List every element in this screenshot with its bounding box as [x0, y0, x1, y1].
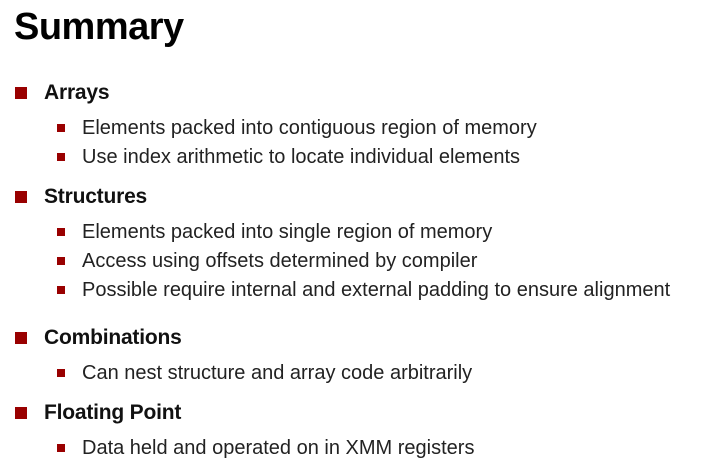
- bullet-sub-item: Access using offsets determined by compi…: [0, 247, 728, 276]
- bullet-item-text: Elements packed into contiguous region o…: [82, 117, 537, 139]
- bullet-item-text: Data held and operated on in XMM registe…: [82, 437, 475, 459]
- bullet-heading-label: Structures: [44, 185, 148, 208]
- bullet-square-icon: [57, 444, 65, 452]
- bullet-square-icon: [57, 124, 65, 132]
- bullet-square-icon: [15, 407, 27, 419]
- bullet-square-icon: [15, 87, 27, 99]
- bullet-item-text: Possible require internal and external p…: [82, 279, 671, 301]
- bullet-square-icon: [57, 369, 65, 377]
- bullet-item-heading: Floating Point: [0, 400, 728, 426]
- bullet-sub-item: Elements packed into contiguous region o…: [0, 114, 728, 143]
- bullet-item-heading: Combinations: [0, 325, 728, 351]
- section-structures: Structures Elements packed into single r…: [0, 172, 728, 305]
- bullet-item-text: Access using offsets determined by compi…: [82, 250, 478, 272]
- bullet-sub-item: Data held and operated on in XMM registe…: [0, 434, 728, 463]
- bullet-heading-label: Arrays: [44, 81, 110, 104]
- section-combinations: Combinations Can nest structure and arra…: [0, 305, 728, 388]
- bullet-square-icon: [15, 332, 27, 344]
- bullet-item-text: Elements packed into single region of me…: [82, 221, 493, 243]
- slide-body: Arrays Elements packed into contiguous r…: [0, 50, 728, 463]
- bullet-item-heading: Arrays: [0, 80, 728, 106]
- bullet-sub-item: Elements packed into single region of me…: [0, 218, 728, 247]
- bullet-item-text: Can nest structure and array code arbitr…: [82, 362, 473, 384]
- bullet-sub-item: Can nest structure and array code arbitr…: [0, 359, 728, 388]
- slide-title: Summary: [14, 6, 184, 48]
- bullet-sub-item: Use index arithmetic to locate individua…: [0, 143, 728, 172]
- bullet-item-heading: Structures: [0, 184, 728, 210]
- bullet-heading-label: Combinations: [44, 326, 182, 349]
- bullet-square-icon: [57, 228, 65, 236]
- bullet-square-icon: [57, 286, 65, 294]
- bullet-item-text: Use index arithmetic to locate individua…: [82, 146, 520, 168]
- bullet-sub-item: Possible require internal and external p…: [0, 276, 728, 305]
- bullet-square-icon: [57, 153, 65, 161]
- section-arrays: Arrays Elements packed into contiguous r…: [0, 50, 728, 172]
- bullet-square-icon: [57, 257, 65, 265]
- bullet-heading-label: Floating Point: [44, 401, 182, 424]
- section-floating-point: Floating Point Data held and operated on…: [0, 388, 728, 463]
- bullet-square-icon: [15, 191, 27, 203]
